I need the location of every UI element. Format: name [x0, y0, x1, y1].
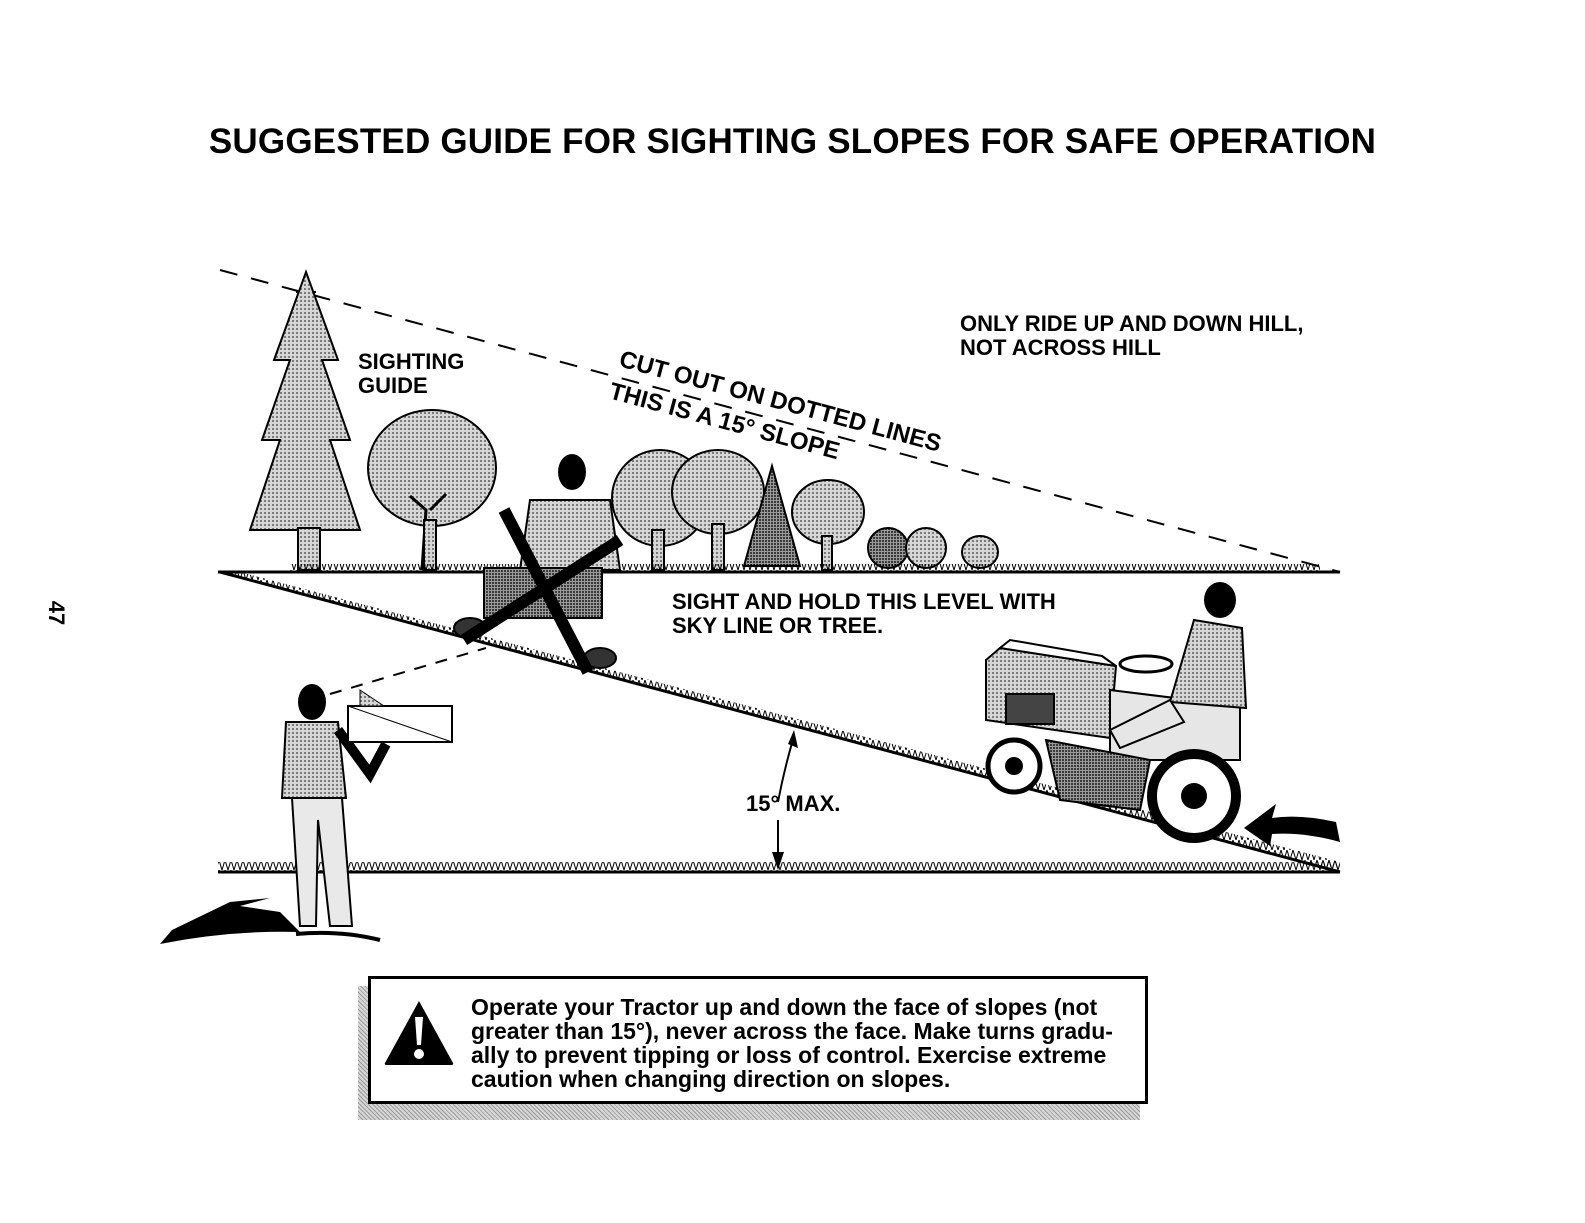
warning-text: Operate your Tractor up and down the fac…	[471, 994, 1113, 1092]
sighting-dashed-line	[219, 269, 1341, 573]
ride-direction-label: ONLY RIDE UP AND DOWN HILL, NOT ACROSS H…	[960, 311, 1304, 360]
page-title: SUGGESTED GUIDE FOR SIGHTING SLOPES FOR …	[208, 122, 1377, 161]
max-angle-label: 15° MAX.	[746, 791, 841, 816]
deciduous-tree-left	[367, 409, 497, 571]
person-with-sighting-guide	[160, 647, 487, 944]
tree-cluster-center	[611, 449, 999, 571]
warning-box: Operate your Tractor up and down the fac…	[368, 976, 1148, 1104]
cross-x-stroke-2	[460, 534, 624, 646]
page-number: 47	[44, 600, 70, 626]
sight-level-label: SIGHT AND HOLD THIS LEVEL WITH SKY LINE …	[672, 589, 1056, 638]
sighting-guide-label: SIGHTING GUIDE	[358, 349, 465, 398]
slope-line	[219, 570, 1341, 874]
crossed-out-tractor-across-hill	[453, 454, 624, 675]
tractor-riding-up-hill	[985, 582, 1340, 846]
direction-arrow	[1244, 804, 1340, 846]
pine-tree	[248, 269, 362, 571]
warning-triangle-icon	[384, 1001, 454, 1065]
